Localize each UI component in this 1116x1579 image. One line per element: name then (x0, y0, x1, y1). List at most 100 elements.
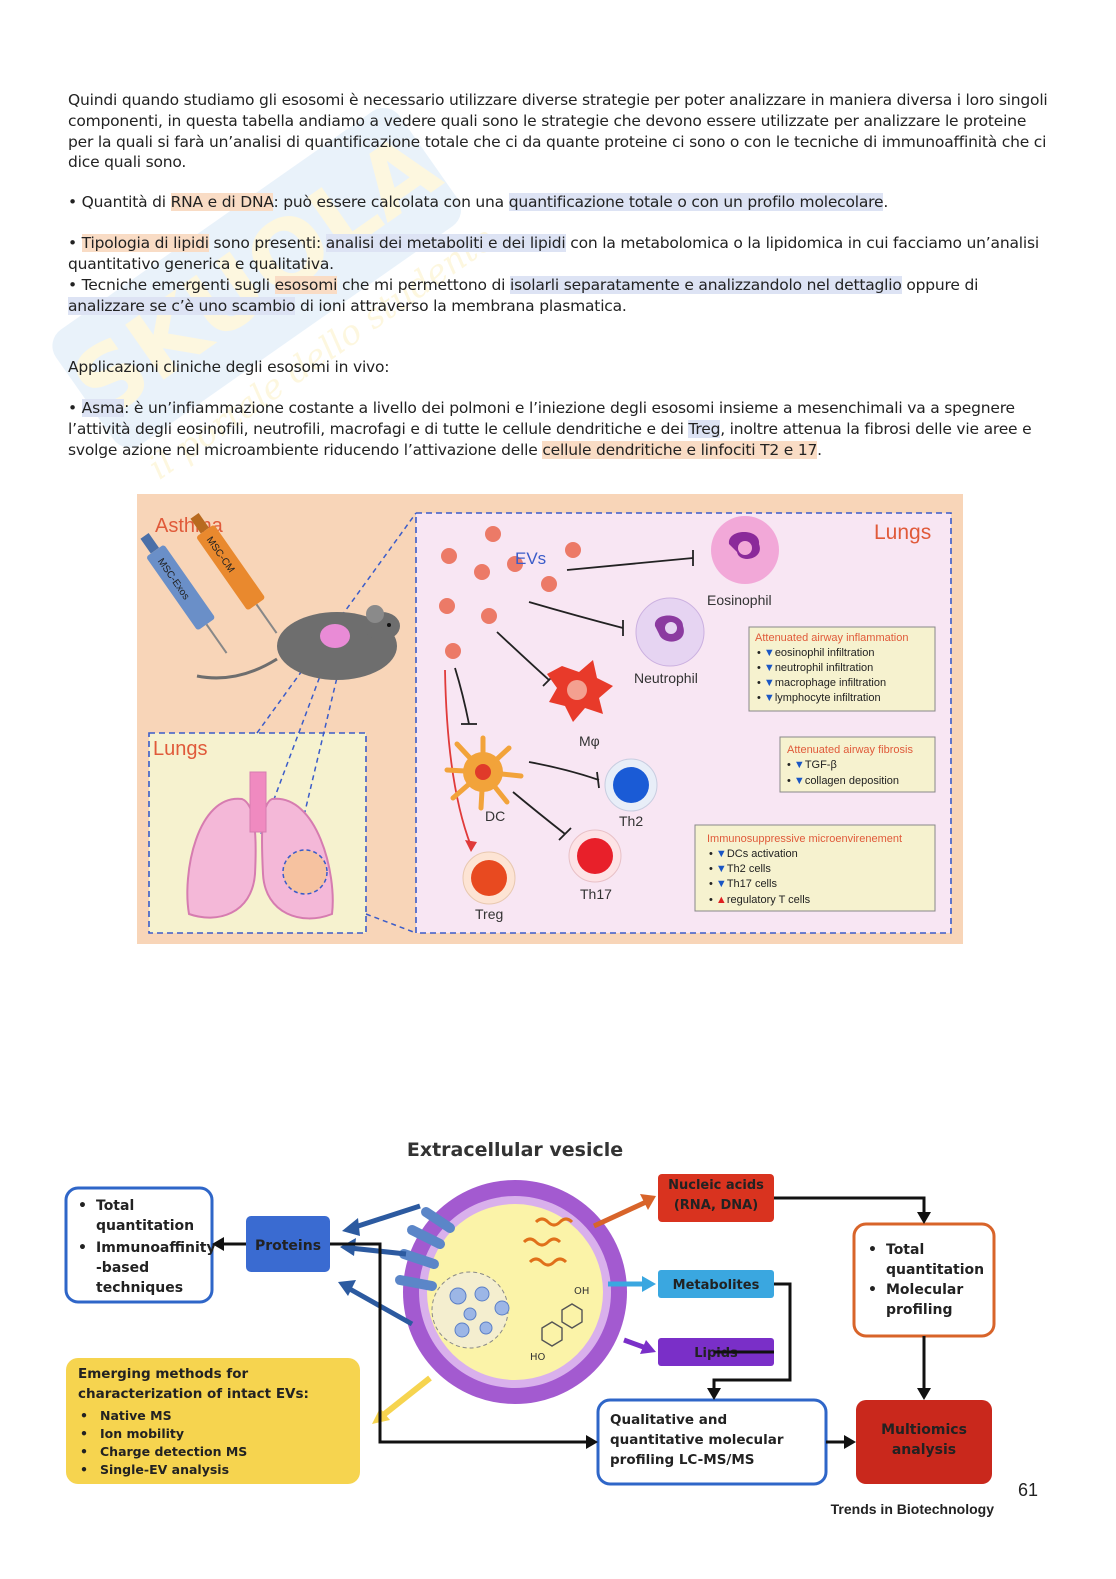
ho-label: HO (530, 1352, 546, 1363)
box-item-text: Immunoaffinity -based techniques (96, 1240, 216, 1296)
ev-dots (439, 526, 581, 659)
box-item-text: lymphocyte infiltration (775, 692, 881, 704)
ev-illustration: OH HO (395, 1180, 627, 1404)
figure-title: Extracellular vesicle (407, 1139, 623, 1161)
box-item: • ▼collagen deposition (787, 775, 899, 787)
box-item: • ▼Th17 cells (709, 878, 777, 890)
lungs-label-left: Lungs (153, 738, 208, 760)
lungs-illustration (186, 771, 334, 920)
ev-arrow (592, 1199, 648, 1229)
text-segment: : può essere calcolata con una (273, 193, 509, 211)
paragraph-lipids: • Tipologia di lipidi sono presenti: ana… (68, 233, 1048, 275)
arrow-head (917, 1388, 931, 1400)
box-item-text: collagen deposition (805, 775, 899, 787)
box-title: Attenuated airway inflammation (755, 632, 908, 644)
arrow-head (340, 1238, 356, 1256)
text-segment: • Tecniche emergenti sugli (68, 276, 275, 294)
box-title: Immunosuppressive microenvirenement (707, 833, 902, 845)
box-item-line: Total (96, 1198, 134, 1214)
bullet: • (80, 1426, 88, 1441)
paragraph-applications: Applicazioni cliniche degli esosomi in v… (68, 358, 390, 376)
box-item: • ▼eosinophil infiltration (757, 647, 874, 659)
box-item-line: -based (96, 1260, 149, 1276)
text-segment: : è un’infiammazione costante a livello … (68, 399, 1015, 438)
box-item-line: techniques (96, 1280, 183, 1296)
highlight: Asma (81, 399, 125, 417)
arrow-head (707, 1388, 721, 1400)
ev-arrow (351, 1203, 421, 1231)
microenvironment-box: Immunosuppressive microenvirenement • ▼D… (694, 824, 936, 912)
bullet: • (80, 1408, 88, 1423)
qualitative-label: Qualitative and quantitative molecular p… (610, 1412, 784, 1468)
ev-arrow (623, 1337, 647, 1351)
box-item-text: TGF-β (805, 759, 837, 771)
box-item: • ▼macrophage infiltration (757, 677, 886, 689)
page-number: 61 (1018, 1480, 1039, 1500)
arrow-head (844, 1435, 856, 1449)
oh-label: OH (574, 1286, 589, 1297)
metabolites-label: Metabolites (673, 1278, 760, 1293)
arrow-head (465, 840, 477, 852)
nucleic-label-wrap: Nucleic acids (RNA, DNA) (668, 1178, 764, 1213)
arrow-head (640, 1340, 656, 1354)
ev-analysis-figure: Extracellular vesicle • Total quantitatio… (64, 1139, 996, 1517)
paragraph-intro: Quindi quando studiamo gli esosomi è nec… (68, 91, 1048, 172)
text-segment: • (68, 234, 82, 252)
highlight: quantificazione totale o con un profilo … (508, 193, 884, 211)
highlight: Tipologia di lipidi (81, 234, 209, 252)
paragraph-rna-dna: • Quantità di RNA e di DNA: può essere c… (68, 192, 1048, 213)
th2-label: Th2 (619, 813, 643, 829)
macrophage-label: Mφ (579, 733, 600, 749)
emerging-title: Emerging methods for characterization of… (78, 1366, 309, 1402)
eosinophil-label: Eosinophil (707, 592, 772, 608)
box-item-line: quantitation (886, 1262, 984, 1278)
arrow-head (338, 1280, 356, 1296)
box-item-line: Total (886, 1242, 924, 1258)
box-item-line: quantitation (96, 1218, 194, 1234)
text-segment: , inoltre attenua la fibrosi delle vie a… (68, 419, 1032, 459)
text-segment: che mi permettono di (337, 276, 510, 294)
emerging-item: Single-EV analysis (100, 1462, 229, 1477)
emerging-title-wrap: Emerging methods for characterization of… (78, 1366, 309, 1402)
highlight: analisi dei metaboliti e dei lipidi (325, 234, 566, 252)
bullet: • (868, 1242, 877, 1258)
arrow-head (640, 1194, 656, 1210)
paragraph-emerging: • Tecniche emergenti sugli esosomi che m… (68, 275, 1048, 317)
zoom-line (260, 643, 333, 835)
arrow-head (917, 1212, 931, 1224)
highlight: isolarli separatamente e analizzandolo n… (509, 276, 902, 294)
bullet: • (80, 1462, 88, 1477)
arrow-head (212, 1237, 224, 1251)
emerging-item: Ion mobility (100, 1426, 184, 1441)
box-item: • ▼lymphocyte infiltration (757, 692, 881, 704)
box-item-text: Molecular profiling (886, 1282, 963, 1318)
box-item-text: neutrophil infiltration (775, 662, 873, 674)
eosinophil-cell (711, 516, 779, 584)
lungs-label-right: Lungs (874, 521, 931, 544)
emerging-methods-box: Emerging methods for characterization of… (66, 1358, 360, 1484)
box-item: • ▲regulatory T cells (709, 894, 811, 906)
box-title: Attenuated airway fibrosis (787, 744, 913, 756)
highlight: RNA e di DNA (170, 193, 274, 211)
multiomics-label-wrap: Multiomics analysis (881, 1422, 967, 1458)
multiomics-label: Multiomics analysis (881, 1422, 967, 1458)
treg-label: Treg (475, 906, 503, 922)
th2-cell (604, 758, 658, 812)
text-segment: oppure di (901, 276, 979, 294)
bullet: • (78, 1198, 87, 1214)
box-item-line: Molecular (886, 1282, 963, 1298)
qualitative-label-wrap: Qualitative and quantitative molecular p… (610, 1412, 784, 1468)
box-item-line: profiling (886, 1302, 953, 1318)
paragraph-asthma: • Asma: è un’infiammazione costante a li… (68, 398, 1048, 460)
bullet: • (78, 1240, 87, 1256)
box-item-line: Immunoaffinity (96, 1240, 216, 1256)
protein-methods-box: • Total quantitation • Immunoaffinity -bas… (64, 1186, 216, 1304)
neutrophil-cell (635, 597, 705, 667)
dc-cell (444, 735, 524, 811)
inflammation-box: Attenuated airway inflammation • ▼eosino… (748, 626, 936, 712)
multiomics-box (856, 1400, 992, 1484)
text-segment: . (817, 440, 822, 459)
bullet: • (80, 1444, 88, 1459)
th17-label: Th17 (580, 886, 612, 902)
